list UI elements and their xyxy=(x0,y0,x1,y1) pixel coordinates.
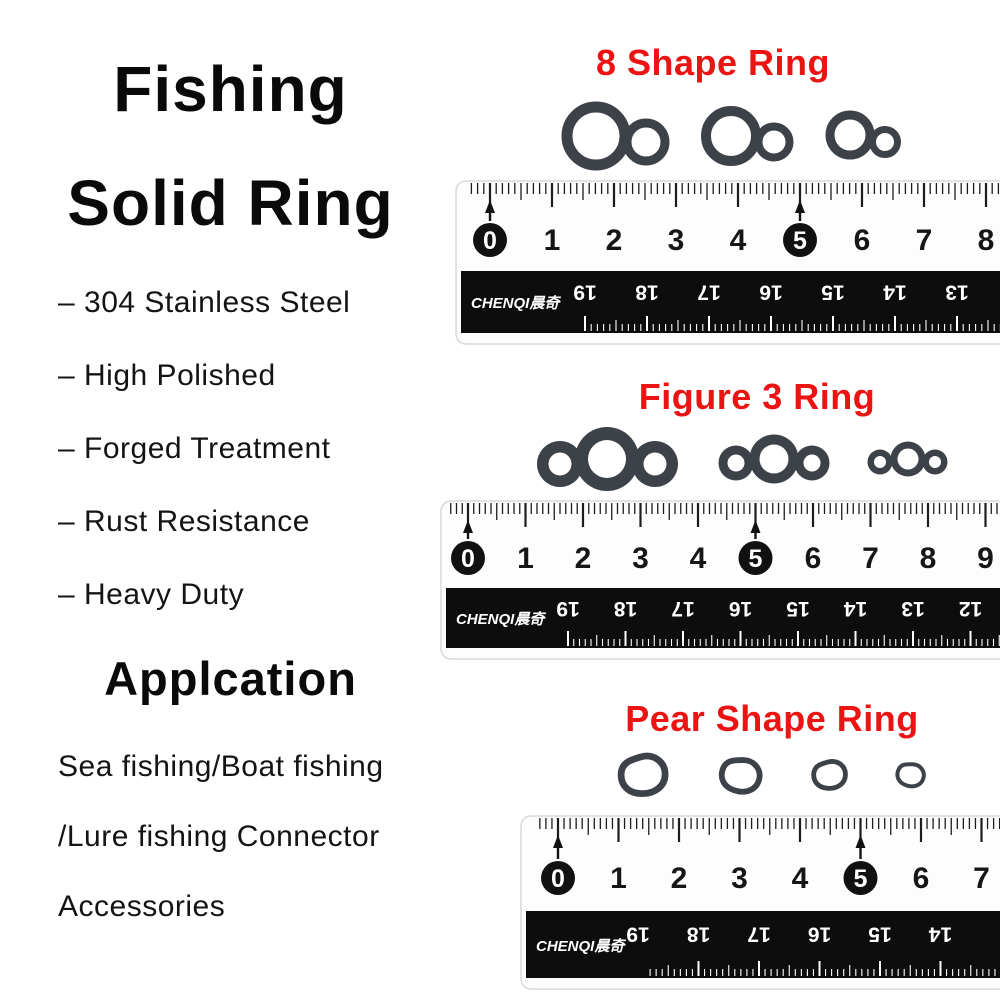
application-heading: Applcation xyxy=(104,652,357,705)
svg-text:19: 19 xyxy=(626,922,649,945)
svg-text:18: 18 xyxy=(635,281,659,304)
pear-ring-2 xyxy=(718,756,763,795)
svg-text:19: 19 xyxy=(556,597,579,620)
svg-text:9: 9 xyxy=(977,542,994,575)
pear-ring-3 xyxy=(811,759,848,791)
svg-text:5: 5 xyxy=(793,227,807,255)
pear-ring-1 xyxy=(617,752,669,797)
product-title-line1: Fishing xyxy=(113,53,348,125)
svg-text:18: 18 xyxy=(687,922,711,945)
svg-text:8: 8 xyxy=(920,542,937,575)
svg-text:5: 5 xyxy=(854,865,868,893)
application-lines: Sea fishing/Boat fishing /Lure fishing C… xyxy=(58,750,443,924)
info-panel: Fishing Solid Ring – 304 Stainless Steel… xyxy=(18,52,443,960)
svg-text:4: 4 xyxy=(730,224,747,257)
svg-text:18: 18 xyxy=(614,597,638,620)
svg-text:7: 7 xyxy=(973,862,990,895)
svg-text:15: 15 xyxy=(786,597,810,620)
svg-text:0: 0 xyxy=(551,865,565,893)
svg-text:16: 16 xyxy=(808,922,831,945)
figure3-ring-medium xyxy=(718,434,830,484)
pear-ring-4 xyxy=(895,762,926,789)
svg-text:5: 5 xyxy=(749,545,763,573)
svg-text:1: 1 xyxy=(517,542,534,575)
svg-text:7: 7 xyxy=(862,542,879,575)
svg-text:17: 17 xyxy=(747,922,770,945)
svg-text:2: 2 xyxy=(606,224,623,257)
section-heading-pear: Pear Shape Ring xyxy=(625,698,919,739)
svg-text:13: 13 xyxy=(901,597,924,620)
figure3-ring-small xyxy=(867,441,948,477)
application-line: Sea fishing/Boat fishing xyxy=(58,750,384,783)
svg-text:1: 1 xyxy=(610,862,627,895)
svg-text:8: 8 xyxy=(978,224,995,257)
svg-text:6: 6 xyxy=(805,542,822,575)
svg-text:2: 2 xyxy=(575,542,592,575)
feature-item: – 304 Stainless Steel xyxy=(58,286,351,319)
section-heading-figure3: Figure 3 Ring xyxy=(638,376,876,417)
eight-shape-ring-large xyxy=(561,101,670,171)
svg-text:3: 3 xyxy=(632,542,649,575)
application-line: /Lure fishing Connector xyxy=(58,820,380,853)
svg-text:3: 3 xyxy=(668,224,685,257)
svg-text:17: 17 xyxy=(697,281,720,304)
svg-text:12: 12 xyxy=(959,597,982,620)
svg-text:4: 4 xyxy=(690,542,707,575)
feature-item: – High Polished xyxy=(58,359,276,392)
svg-text:6: 6 xyxy=(913,862,930,895)
svg-text:2: 2 xyxy=(671,862,688,895)
application-line: Accessories xyxy=(58,890,226,923)
feature-item: – Forged Treatment xyxy=(58,432,331,465)
svg-text:0: 0 xyxy=(461,545,475,573)
svg-text:13: 13 xyxy=(945,281,968,304)
svg-text:14: 14 xyxy=(883,281,907,304)
product-title-line2: Solid Ring xyxy=(67,167,394,239)
feature-item: – Rust Resistance xyxy=(58,505,310,538)
svg-text:0: 0 xyxy=(483,227,497,255)
svg-text:3: 3 xyxy=(731,862,748,895)
eight-shape-ring-medium xyxy=(701,106,794,166)
svg-text:CHENQI晨奇: CHENQI晨奇 xyxy=(536,938,626,955)
eight-shape-ring-small xyxy=(825,110,901,160)
feature-item: – Heavy Duty xyxy=(58,578,245,611)
svg-text:16: 16 xyxy=(729,597,752,620)
svg-text:CHENQI晨奇: CHENQI晨奇 xyxy=(456,611,546,628)
figure3-ring-large xyxy=(537,427,678,491)
svg-text:15: 15 xyxy=(821,281,845,304)
svg-text:CHENQI晨奇: CHENQI晨奇 xyxy=(471,295,561,312)
svg-text:19: 19 xyxy=(573,281,596,304)
svg-text:1: 1 xyxy=(544,224,561,257)
svg-text:15: 15 xyxy=(868,922,892,945)
figure3-ring-photos xyxy=(528,424,954,496)
feature-list: – 304 Stainless Steel – High Polished – … xyxy=(58,286,443,612)
eight-shape-ring-photos xyxy=(558,96,908,178)
svg-text:6: 6 xyxy=(854,224,871,257)
svg-text:17: 17 xyxy=(671,597,694,620)
svg-text:14: 14 xyxy=(844,597,868,620)
section-heading-8-shape: 8 Shape Ring xyxy=(595,42,831,83)
svg-text:4: 4 xyxy=(792,862,809,895)
pear-ring-photos xyxy=(612,750,929,800)
svg-text:14: 14 xyxy=(929,922,953,945)
svg-text:16: 16 xyxy=(759,281,782,304)
svg-text:7: 7 xyxy=(916,224,933,257)
